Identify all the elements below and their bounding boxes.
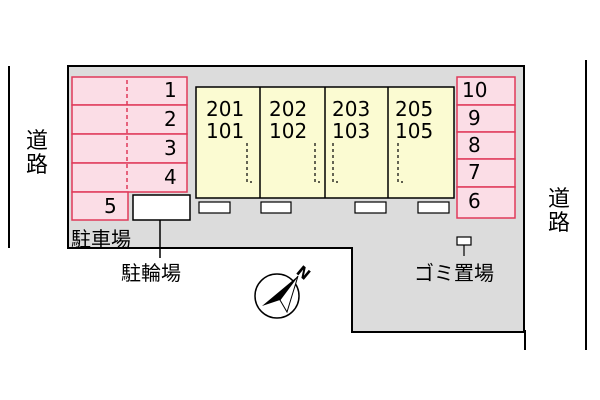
unit-105: 105 xyxy=(395,119,434,143)
bicycle-parking-label: 駐輪場 xyxy=(121,261,181,285)
parking-space-3: 3 xyxy=(164,136,177,160)
unit-102: 102 xyxy=(269,119,308,143)
left-road-edge xyxy=(8,66,10,248)
parking-space-9: 9 xyxy=(468,106,481,130)
parking-space-5: 5 xyxy=(104,194,117,218)
right-parking-block xyxy=(456,76,516,219)
parking-space-4: 4 xyxy=(164,165,177,189)
parking-label: 駐車場 xyxy=(71,227,131,251)
right-road-edge-lower xyxy=(524,330,526,350)
building-block xyxy=(195,86,455,214)
unit-201: 201 xyxy=(206,97,245,121)
road-label-left: 道路 xyxy=(24,130,50,178)
parking-space-10: 10 xyxy=(462,78,488,102)
right-road-edge-upper xyxy=(585,60,587,350)
unit-203: 203 xyxy=(332,97,371,121)
parking-space-6: 6 xyxy=(468,189,481,213)
parking-space-8: 8 xyxy=(468,133,481,157)
parking-space-2: 2 xyxy=(164,107,177,131)
road-label-left-text: 道路 xyxy=(25,129,48,178)
unit-103: 103 xyxy=(332,119,371,143)
road-label-right-text: 道路 xyxy=(547,187,570,236)
parking-space-7: 7 xyxy=(468,160,481,184)
unit-205: 205 xyxy=(395,97,434,121)
unit-202: 202 xyxy=(269,97,308,121)
road-label-right: 道路 xyxy=(546,188,572,236)
compass-icon xyxy=(254,273,300,319)
left-parking-block xyxy=(71,76,188,221)
garbage-label: ゴミ置場 xyxy=(414,261,494,285)
bicycle-parking-area xyxy=(132,194,191,221)
unit-101: 101 xyxy=(206,119,245,143)
parking-space-1: 1 xyxy=(164,78,177,102)
garbage-station-icon xyxy=(456,236,472,256)
